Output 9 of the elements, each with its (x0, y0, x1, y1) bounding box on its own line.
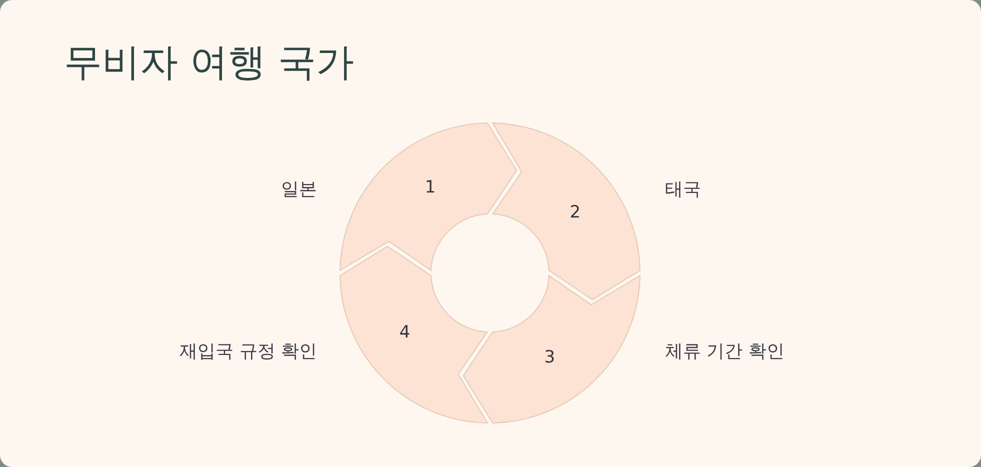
step-number: 3 (544, 350, 556, 367)
step-label: 태국 (665, 181, 701, 199)
step-number: 2 (570, 204, 581, 222)
step-label: 일본 (281, 181, 317, 199)
title: 무비자 여행 국가 (64, 40, 354, 86)
step-label: 재입국 규정 확인 (180, 343, 317, 361)
step-number: 1 (424, 179, 436, 196)
step-number: 4 (399, 324, 410, 342)
step-label: 체류 기간 확인 (665, 343, 784, 361)
